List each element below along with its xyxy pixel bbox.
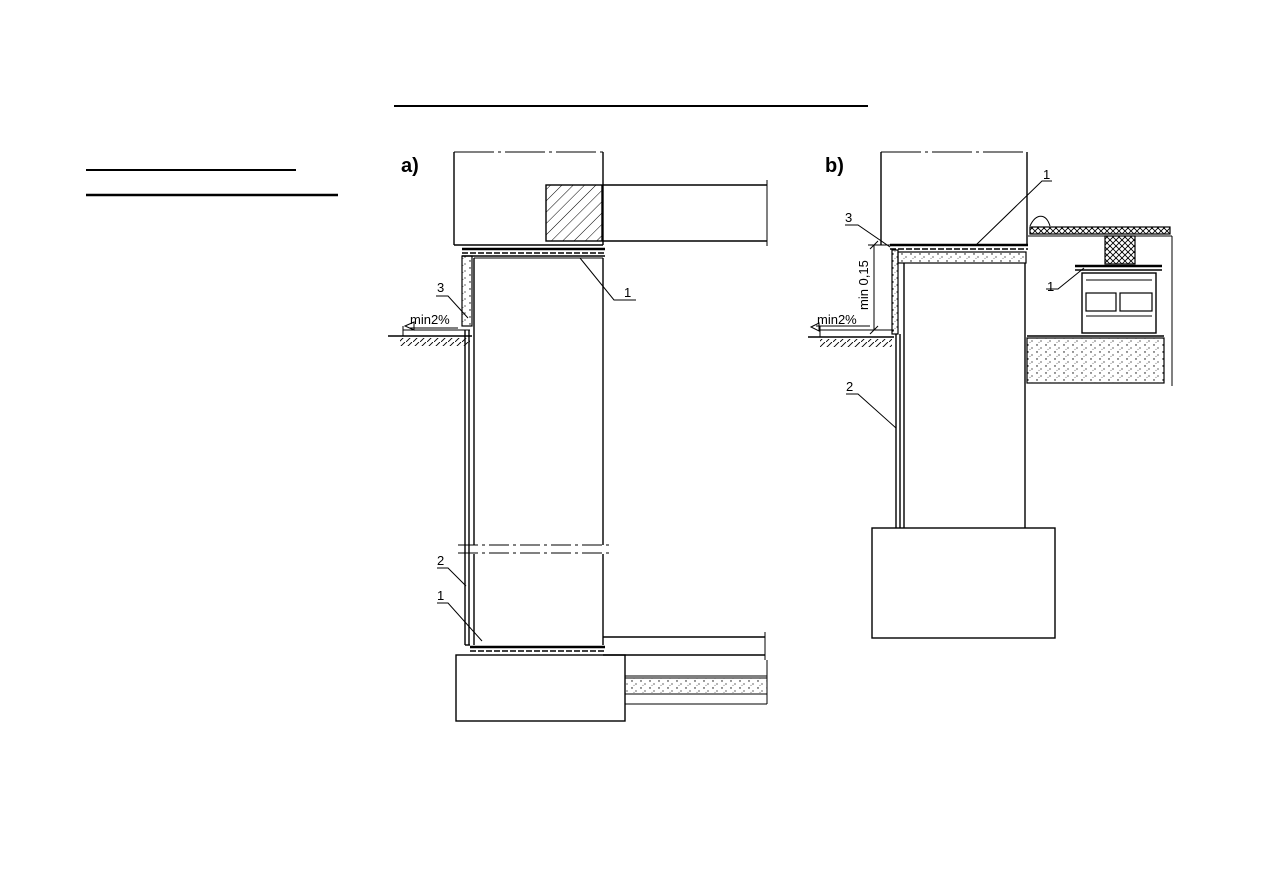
panel-a: a) <box>388 151 768 722</box>
panel-a-label-insulation: 3 <box>437 280 444 295</box>
panel-b-wall-coating <box>895 334 901 528</box>
panel-b-footing <box>871 527 1056 639</box>
panel-a-insulation <box>461 255 473 327</box>
panel-b-label-insulation: 3 <box>845 210 852 225</box>
panel-b-leaders <box>816 180 1085 429</box>
panel-b-upper-wall <box>880 151 1028 245</box>
panel-b-label-membrane-side: 1 <box>1047 279 1054 294</box>
panel-b-label-height: min 0,15 <box>856 260 871 310</box>
panel-b-top-membrane <box>890 243 1028 264</box>
panel-b-column <box>903 263 1026 528</box>
panel-b: b) <box>808 151 1173 639</box>
panel-a-wall-coating <box>464 330 470 645</box>
panel-a-top-membrane <box>462 247 605 257</box>
panel-a-title: a) <box>401 155 419 177</box>
panel-b-height-dimension <box>868 240 892 335</box>
panel-a-label-membrane-bottom: 1 <box>437 588 444 603</box>
header-rules <box>86 105 868 197</box>
panel-a-bottom-membrane <box>465 644 605 652</box>
panel-a-upper-wall <box>453 151 768 246</box>
panel-b-title: b) <box>825 155 844 177</box>
panel-b-insulation <box>891 249 899 335</box>
panel-a-column <box>458 257 610 645</box>
panel-a-label-wall-coating: 2 <box>437 553 444 568</box>
panel-b-label-slope: min2% <box>817 312 857 327</box>
panel-b-label-wall-coating: 2 <box>846 379 853 394</box>
panel-b-label-membrane-top: 1 <box>1043 167 1050 182</box>
panel-b-roof <box>1026 215 1173 386</box>
panel-a-floor <box>603 632 768 705</box>
panel-a-footing <box>455 654 626 722</box>
panel-a-label-membrane-top: 1 <box>624 285 631 300</box>
panel-a-label-slope: min2% <box>410 312 450 327</box>
panel-a-leaders <box>409 257 636 642</box>
